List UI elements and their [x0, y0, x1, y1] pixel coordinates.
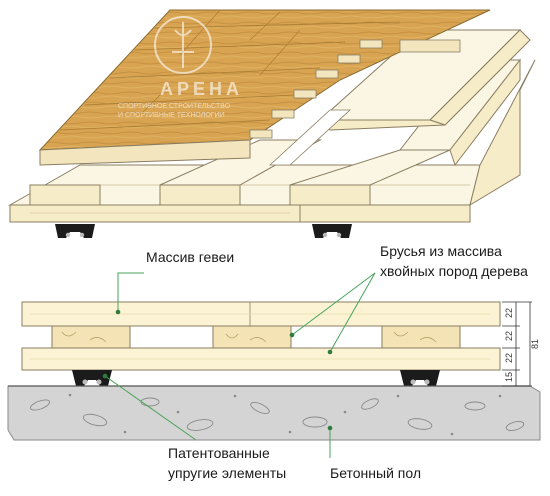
dim-total: 81 [530, 339, 540, 349]
label-solid-hevea: Массив гевеи [146, 249, 235, 265]
section-joists [51, 325, 461, 349]
label-timber-line1: Брусья из массива [380, 243, 502, 259]
dim-joist: 22 [504, 331, 514, 341]
iso-board-ends [249, 39, 461, 139]
section-elastic-pads [72, 370, 440, 386]
isometric-view: АРЕНА СПОРТИВНОЕ СТРОИТЕЛЬСТВО И СПОРТИВ… [8, 9, 536, 238]
dimension-labels: 22 22 22 15 81 [504, 308, 540, 382]
dimension-chain [502, 301, 532, 387]
iso-elastic-pads [55, 224, 352, 238]
label-concrete: Бетонный пол [330, 465, 422, 481]
iso-mid-boards [268, 29, 531, 166]
iso-top-surface [38, 9, 491, 166]
leader-lines [104, 272, 376, 458]
watermark-name: АРЕНА [160, 79, 243, 99]
leader-dots [102, 309, 333, 431]
watermark: АРЕНА СПОРТИВНОЕ СТРОИТЕЛЬСТВО И СПОРТИВ… [118, 16, 243, 119]
dim-pad: 15 [504, 372, 514, 382]
cross-section: 22 22 22 15 81 [7, 272, 541, 458]
watermark-line2: И СПОРТИВНЫЕ ТЕХНОЛОГИИ [118, 112, 225, 119]
label-elastic-line2: упругие элементы [168, 465, 287, 481]
dim-base-board: 22 [504, 353, 514, 363]
label-elastic-line1: Патентованные [168, 445, 270, 461]
dim-top-board: 22 [504, 308, 514, 318]
iso-joists [29, 58, 522, 206]
concrete-slab [7, 385, 541, 441]
label-timber-line2: хвойных пород дерева [380, 263, 528, 279]
watermark-line1: СПОРТИВНОЕ СТРОИТЕЛЬСТВО [118, 103, 231, 110]
